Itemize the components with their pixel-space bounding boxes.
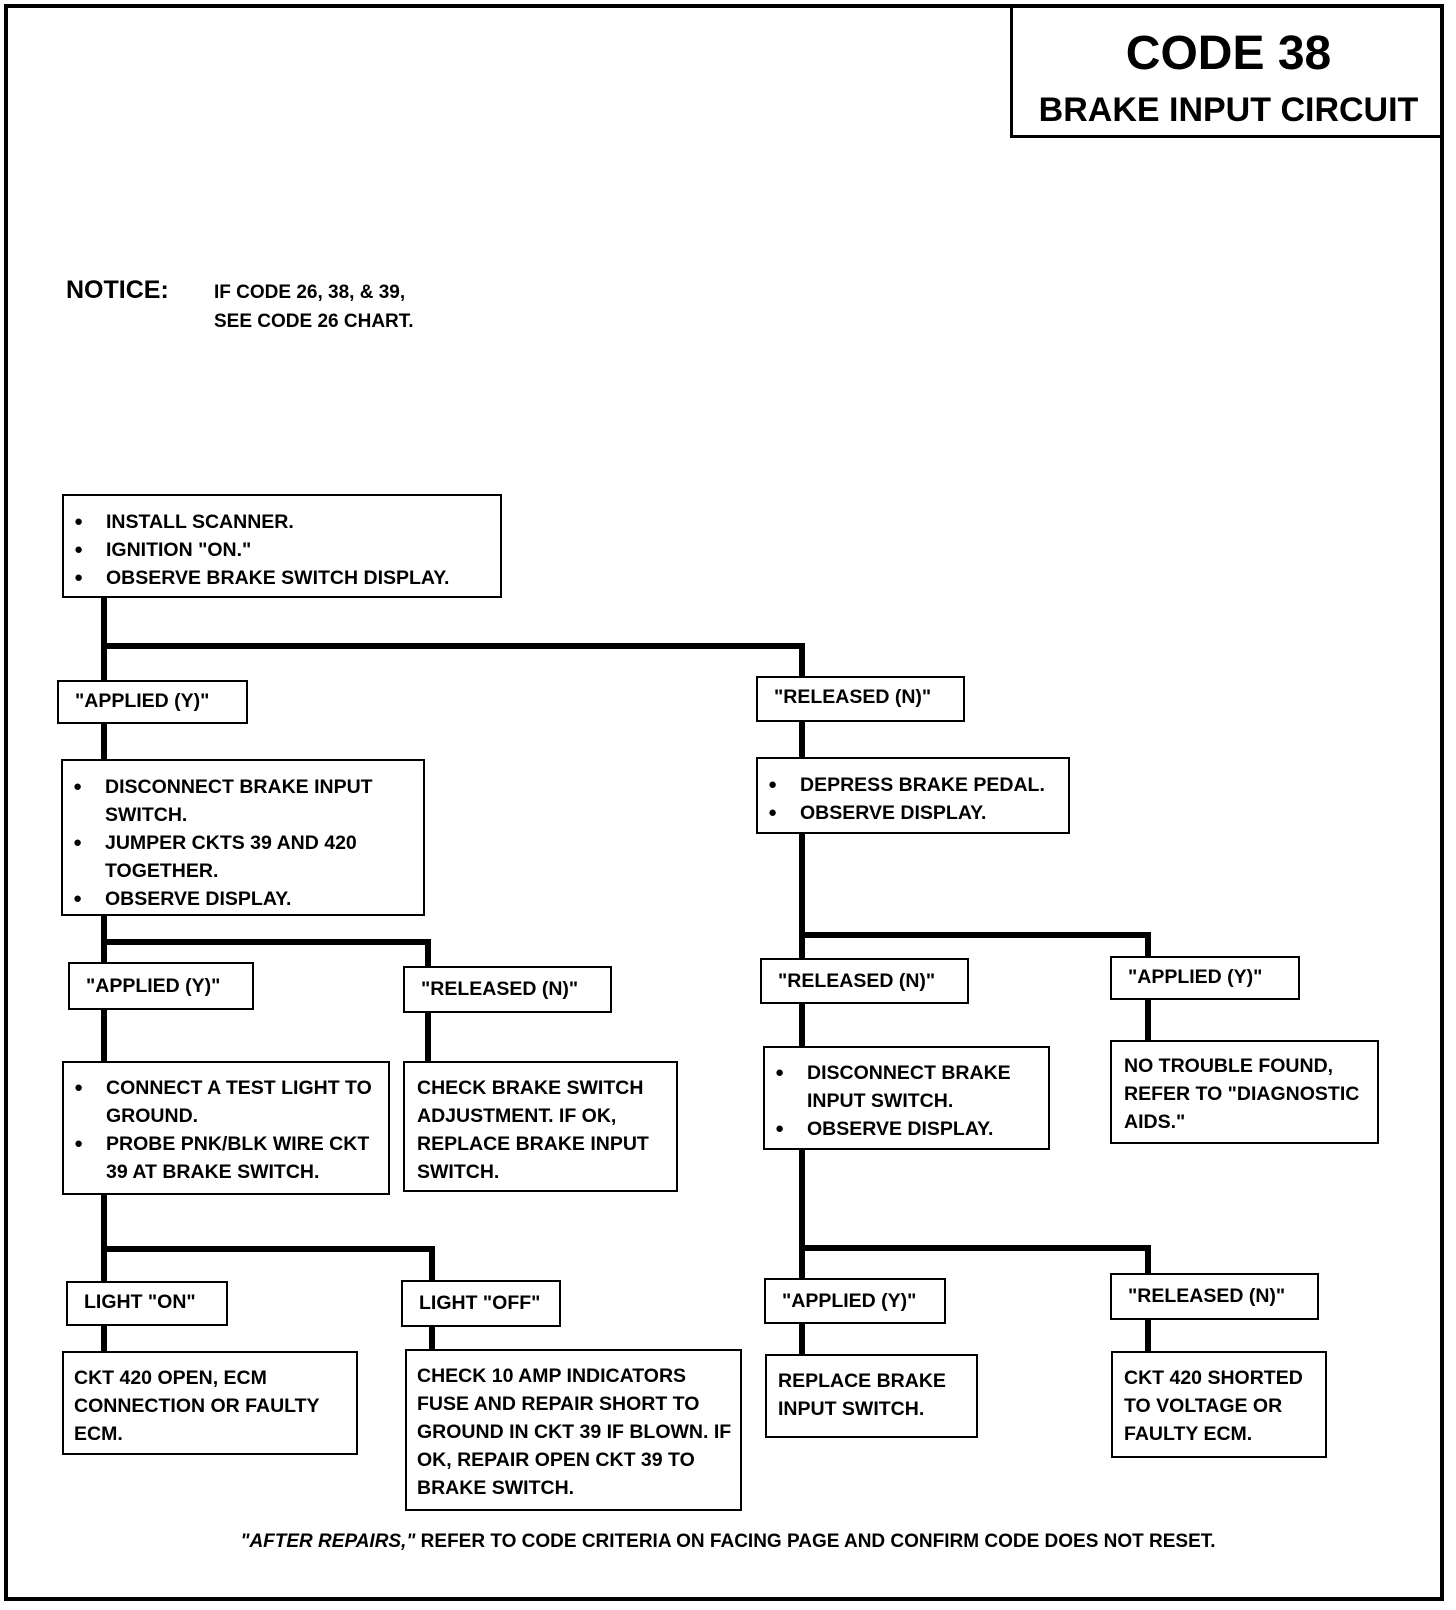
label-applied-2: "APPLIED (Y)"	[68, 962, 254, 1010]
check-fuse-text: CHECK 10 AMP INDICATORS FUSE AND REPAIR …	[417, 1365, 732, 1499]
after-repairs-text: REFER TO CODE CRITERIA ON FACING PAGE AN…	[415, 1531, 1216, 1552]
connector-testlight-split	[101, 1192, 435, 1284]
ckt420-shorted-text: CKT 420 SHORTED TO VOLTAGE OR FAULTY ECM…	[1124, 1367, 1303, 1445]
bullet-install-scanner: INSTALL SCANNER.	[64, 508, 500, 536]
bullet-observe-display-2: OBSERVE DISPLAY.	[758, 799, 1068, 827]
chart-subtitle: BRAKE INPUT CIRCUIT	[1038, 91, 1419, 129]
notice-text: IF CODE 26, 38, & 39, SEE CODE 26 CHART.	[214, 278, 414, 336]
result-ckt420-open: CKT 420 OPEN, ECM CONNECTION OR FAULTY E…	[62, 1351, 358, 1455]
page-frame	[4, 4, 1444, 1601]
label-released-3: "RELEASED (N)"	[760, 958, 969, 1004]
result-ckt420-shorted: CKT 420 SHORTED TO VOLTAGE OR FAULTY ECM…	[1111, 1351, 1327, 1458]
label-applied-1: "APPLIED (Y)"	[57, 680, 248, 724]
step-install-scanner: INSTALL SCANNER. IGNITION "ON." OBSERVE …	[62, 494, 502, 598]
after-repairs-emphasis: "AFTER REPAIRS,"	[240, 1531, 416, 1552]
connector-disconnect-split	[101, 912, 431, 969]
bullet-depress-brake-pedal: DEPRESS BRAKE PEDAL.	[758, 771, 1068, 799]
notice-line-2: SEE CODE 26 CHART.	[214, 311, 414, 332]
notice-line-1: IF CODE 26, 38, & 39,	[214, 282, 406, 303]
label-released-2: "RELEASED (N)"	[403, 966, 612, 1013]
step-test-light: CONNECT A TEST LIGHT TO GROUND. PROBE PN…	[62, 1061, 390, 1195]
label-light-off: LIGHT "OFF"	[401, 1280, 561, 1327]
bullet-observe-brake-display: OBSERVE BRAKE SWITCH DISPLAY.	[64, 564, 500, 592]
result-check-fuse: CHECK 10 AMP INDICATORS FUSE AND REPAIR …	[405, 1349, 742, 1511]
title-box: CODE 38 BRAKE INPUT CIRCUIT	[1010, 4, 1444, 138]
bullet-ignition-on: IGNITION "ON."	[64, 536, 500, 564]
chart-code-title: CODE 38	[1125, 27, 1332, 80]
check-switch-text: CHECK BRAKE SWITCH ADJUSTMENT. IF OK, RE…	[417, 1077, 649, 1183]
step-disconnect-switch: DISCONNECT BRAKE INPUT SWITCH. OBSERVE D…	[763, 1046, 1050, 1150]
step-check-brake-switch: CHECK BRAKE SWITCH ADJUSTMENT. IF OK, RE…	[403, 1061, 678, 1192]
bullet-disconnect-brake-input-2: DISCONNECT BRAKE INPUT SWITCH.	[765, 1059, 1048, 1115]
no-trouble-text: NO TROUBLE FOUND, REFER TO "DIAGNOSTIC A…	[1124, 1055, 1360, 1133]
bullet-probe-wire: PROBE PNK/BLK WIRE CKT 39 AT BRAKE SWITC…	[64, 1130, 388, 1186]
label-released-1: "RELEASED (N)"	[756, 676, 965, 722]
notice-label: NOTICE:	[66, 276, 169, 304]
label-applied-4: "APPLIED (Y)"	[764, 1278, 946, 1324]
result-replace-switch: REPLACE BRAKE INPUT SWITCH.	[765, 1354, 978, 1438]
label-released-4: "RELEASED (N)"	[1110, 1273, 1319, 1320]
ckt420-open-text: CKT 420 OPEN, ECM CONNECTION OR FAULTY E…	[74, 1367, 320, 1445]
bullet-jumper-ckts: JUMPER CKTS 39 AND 420 TOGETHER.	[63, 829, 423, 885]
label-light-on: LIGHT "ON"	[66, 1281, 228, 1326]
label-applied-3: "APPLIED (Y)"	[1110, 956, 1300, 1000]
result-no-trouble-found: NO TROUBLE FOUND, REFER TO "DIAGNOSTIC A…	[1110, 1040, 1379, 1144]
bullet-connect-test-light: CONNECT A TEST LIGHT TO GROUND.	[64, 1074, 388, 1130]
replace-switch-text: REPLACE BRAKE INPUT SWITCH.	[778, 1370, 946, 1420]
step-jumper-ckts: DISCONNECT BRAKE INPUT SWITCH. JUMPER CK…	[61, 759, 425, 916]
after-repairs-note: "AFTER REPAIRS," REFER TO CODE CRITERIA …	[0, 1531, 1456, 1553]
connector-start-split	[101, 595, 805, 683]
connector-disconnect2-split	[799, 1147, 1151, 1281]
step-depress-pedal: DEPRESS BRAKE PEDAL. OBSERVE DISPLAY.	[756, 757, 1070, 834]
bullet-observe-display-1: OBSERVE DISPLAY.	[63, 885, 423, 913]
connector-depress-split	[799, 831, 1151, 961]
bullet-observe-display-3: OBSERVE DISPLAY.	[765, 1115, 1048, 1143]
bullet-disconnect-brake-input: DISCONNECT BRAKE INPUT SWITCH.	[63, 773, 423, 829]
